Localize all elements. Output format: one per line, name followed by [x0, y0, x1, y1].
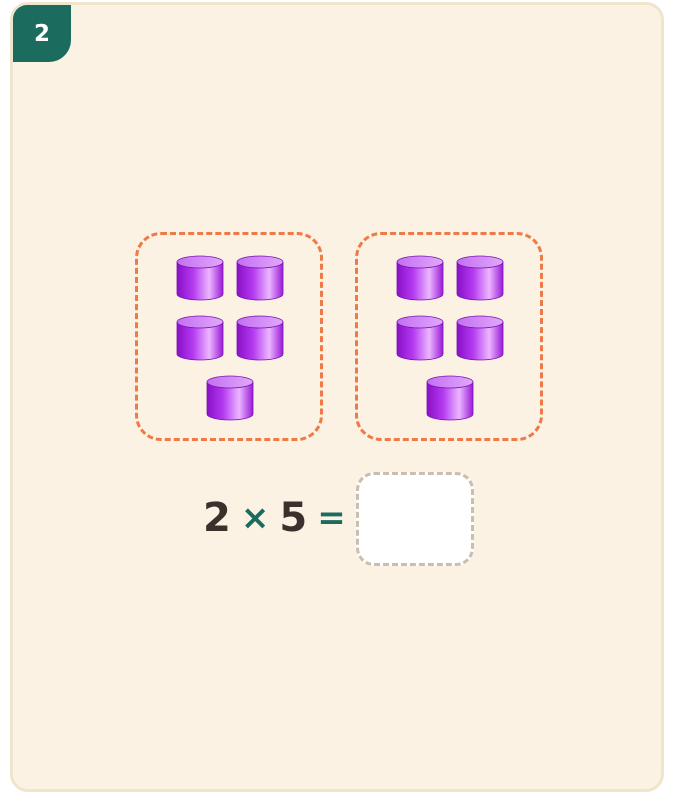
purple-cylinder-icon [176, 314, 224, 362]
group-2 [355, 232, 543, 441]
group-1 [135, 232, 323, 441]
purple-cylinder-icon [396, 314, 444, 362]
purple-cylinder-icon [236, 314, 284, 362]
problem-number: 2 [34, 21, 50, 47]
purple-cylinder-icon [456, 254, 504, 302]
problem-card [10, 2, 664, 792]
purple-cylinder-icon [236, 254, 284, 302]
equals-symbol: = [317, 498, 346, 538]
multiplication-equation: 2 × 5 = [203, 492, 356, 544]
purple-cylinder-icon [206, 374, 254, 422]
purple-cylinder-icon [426, 374, 474, 422]
purple-cylinder-icon [456, 314, 504, 362]
purple-cylinder-icon [176, 254, 224, 302]
factor-b: 5 [279, 495, 307, 541]
problem-number-badge: 2 [13, 5, 71, 62]
purple-cylinder-icon [396, 254, 444, 302]
answer-input-box[interactable] [356, 472, 474, 566]
times-symbol: × [241, 498, 270, 538]
factor-a: 2 [203, 495, 231, 541]
